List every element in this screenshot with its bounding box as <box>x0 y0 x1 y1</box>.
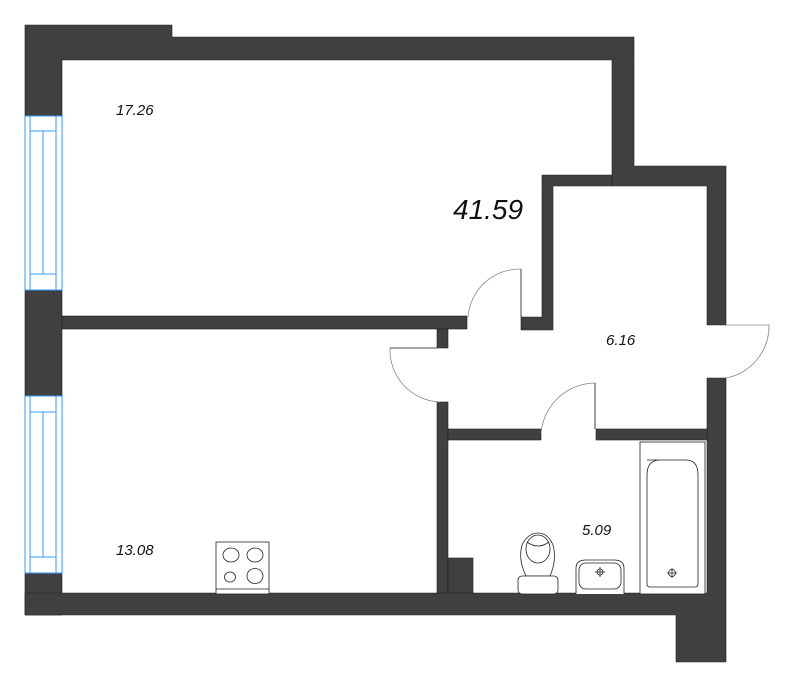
room-area-bathroom: 5.09 <box>582 522 612 539</box>
room-area-hallway: 6.16 <box>606 332 636 349</box>
room-area-bedroom: 17.26 <box>116 102 154 119</box>
sink-icon <box>575 559 625 594</box>
window-bedroom <box>24 115 63 291</box>
stove-icon <box>215 541 270 595</box>
toilet-icon <box>517 532 559 595</box>
walls <box>24 24 727 663</box>
room-area-kitchen: 13.08 <box>116 542 154 559</box>
bathtub-icon <box>639 441 706 595</box>
window-kitchen <box>24 395 63 574</box>
total-area: 41.59 <box>453 194 524 225</box>
doors <box>389 268 770 434</box>
